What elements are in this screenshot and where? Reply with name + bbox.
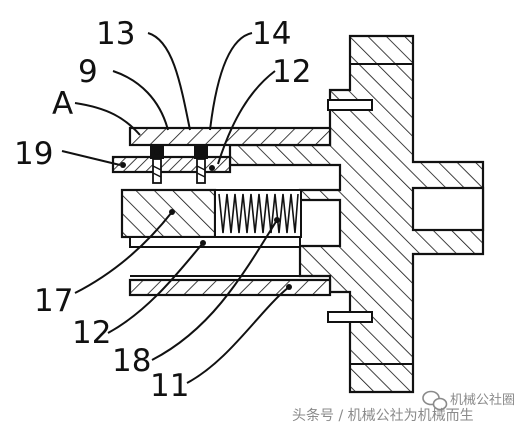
leader-18 [151,219,278,361]
callout-dot [120,162,126,168]
leader-11 [186,286,290,384]
watermark: 机械公社圈 头条号 / 机械公社为机械而生 [292,390,515,424]
plate-11 [128,278,332,297]
leader-9 [112,70,169,131]
callout-13: 13 [96,16,135,52]
shaft-12 [129,236,301,248]
leader-17 [74,211,173,294]
callout-11: 11 [150,368,189,404]
watermark-byline: 头条号 / 机械公社为机械而生 [292,407,474,424]
watermark-account: 机械公社圈 [450,392,515,408]
callout-19: 19 [14,136,53,172]
callout-A: A [52,86,73,122]
callout-9: 9 [78,54,98,90]
callout-12-bottom: 12 [72,315,111,351]
cover-plate-12 [128,126,332,147]
leader-12-bottom [107,242,204,334]
callout-12-top: 12 [272,54,311,90]
spring-18 [218,193,299,234]
block-17 [120,188,217,239]
leader-12-top [217,70,276,165]
wechat-icon [422,390,448,411]
callout-17: 17 [34,283,73,319]
callout-18: 18 [112,343,151,379]
callout-14: 14 [252,16,291,52]
callout-dot [154,149,160,155]
flange-key-bottom [327,311,373,323]
leader-A [74,102,141,136]
flange-key-top [327,99,373,111]
callout-dot [198,149,204,155]
hub-bore [411,186,485,232]
leader-13 [147,32,191,131]
leader-14 [209,32,253,131]
callout-dot [209,165,215,171]
leader-19 [61,150,121,166]
